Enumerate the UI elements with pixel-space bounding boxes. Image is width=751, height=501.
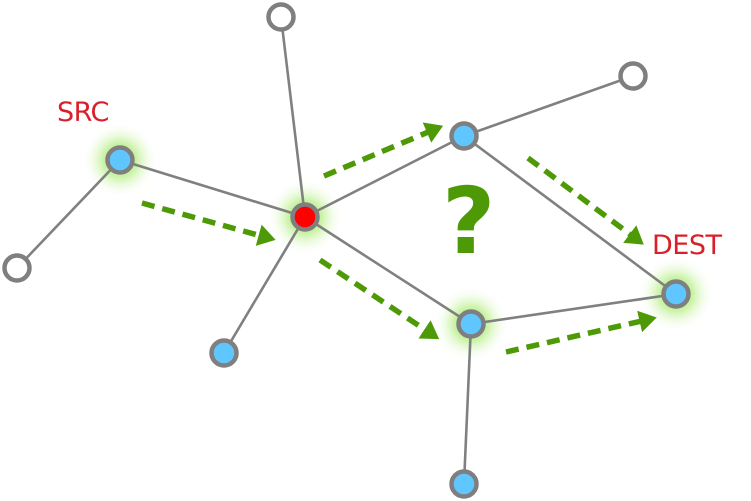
dashed-arrow-4 [526,155,644,245]
path-arrows [141,122,657,355]
node-bottom-icon [449,469,479,499]
node-src-icon [105,145,135,175]
edge-upper-mid-dest [463,134,677,296]
edge-src-left [16,159,121,269]
nodes [2,2,691,499]
src-label: SRC [57,97,109,128]
edge-src-center [119,158,306,219]
node-top-icon [266,2,296,32]
edge-lower-mid-bottom [462,323,473,485]
dest-label: DEST [652,230,722,261]
dashed-arrow-1 [141,200,276,246]
edge-upper-mid-upper-right [463,74,634,138]
edge-center-lower-mid [304,215,472,326]
dashed-arrow-2 [322,122,444,179]
edges [16,16,677,485]
node-bottom-left-icon [209,338,239,368]
edge-center-bottom-left [222,216,307,354]
dashed-arrow-5 [505,310,657,355]
node-dest-icon [661,279,691,309]
node-upper-mid-icon [449,121,479,151]
node-upper-right-icon [618,61,648,91]
dashed-arrow-3 [318,257,440,340]
edge-lower-mid-dest [470,292,677,326]
node-center-icon [290,202,320,232]
edge-center-upper-mid [304,134,465,219]
node-lower-mid-icon [456,309,486,339]
edge-center-top [279,16,307,218]
node-left-icon [2,253,32,283]
question-mark: ? [442,168,496,275]
